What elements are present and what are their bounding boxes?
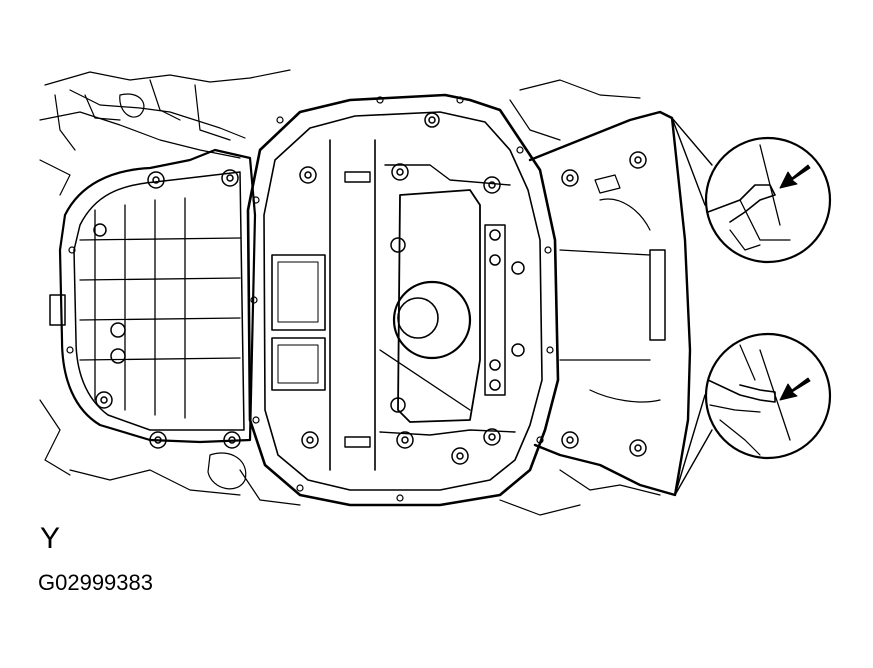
engine-background (39, 69, 661, 516)
figure-code: G02999383 (38, 570, 153, 595)
detail-view-upper (704, 136, 832, 264)
left-pan-outline (49, 148, 257, 444)
arrow-icon (779, 377, 811, 401)
detail-leader-lines (671, 117, 713, 496)
perimeter-dots (66, 96, 554, 502)
detail-view-lower (704, 332, 832, 460)
view-label: Y (40, 522, 61, 555)
lower-oil-pan (246, 93, 560, 507)
timing-cover (528, 110, 692, 497)
arrow-icon (779, 164, 811, 189)
bolt-holes (93, 112, 647, 465)
